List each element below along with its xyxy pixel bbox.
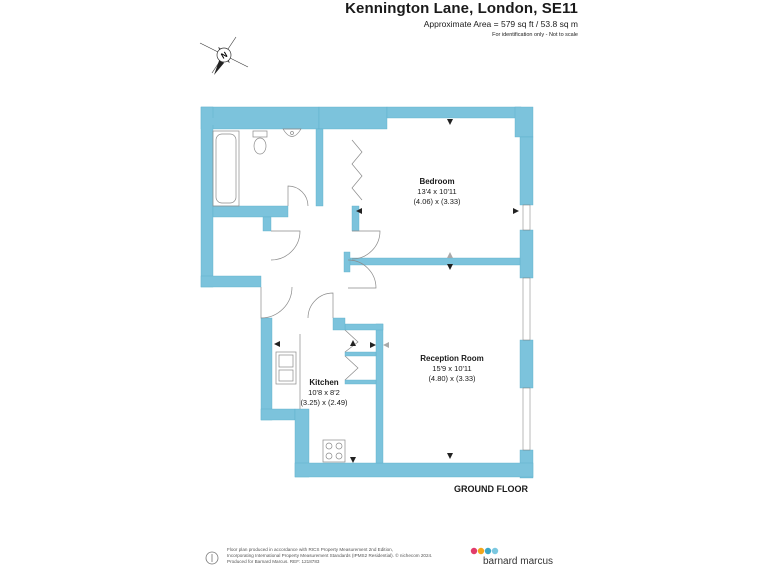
- ipms-badge-icon: [205, 551, 219, 565]
- page-title: Kennington Lane, London, SE11: [345, 0, 578, 17]
- walls: [200, 106, 534, 479]
- dimension-arrows: [274, 119, 519, 463]
- footer-line-1: Floor plan produced in accordance with R…: [227, 547, 393, 552]
- reception-label: Reception Room 15'9 x 10'11 (4.80) x (3.…: [420, 354, 484, 383]
- bath-fixture: [212, 130, 240, 207]
- bedroom-metric: (4.06) x (3.33): [413, 197, 461, 206]
- identification-note: For identification only - Not to scale: [492, 32, 578, 38]
- basin-fixture: [282, 128, 302, 137]
- toilet-fixture: [253, 137, 267, 155]
- compass-north-label: N: [219, 50, 229, 61]
- reception-metric: (4.80) x (3.33): [428, 374, 476, 383]
- brand-logo-icon: [470, 547, 499, 555]
- fixtures: [212, 128, 381, 463]
- floor-label: GROUND FLOOR: [454, 484, 528, 494]
- kitchen-metric: (3.25) x (2.49): [300, 398, 348, 407]
- kitchen-label: Kitchen 10'8 x 8'2 (3.25) x (2.49): [300, 378, 348, 407]
- reception-imperial: 15'9 x 10'11: [432, 364, 471, 373]
- windows: [212, 118, 531, 451]
- hob-fixture: [322, 439, 346, 463]
- bedroom-imperial: 13'4 x 10'11: [417, 187, 456, 196]
- brand-name: barnard marcus: [483, 556, 554, 567]
- footer-line-3: Produced for Barnard Marcus. REF: 121878…: [227, 559, 320, 564]
- kitchen-name: Kitchen: [309, 378, 338, 387]
- bedroom-name: Bedroom: [419, 177, 454, 186]
- approximate-area: Approximate Area = 579 sq ft / 53.8 sq m: [423, 19, 578, 29]
- footer-line-2: Incorporating International Property Mea…: [227, 553, 433, 558]
- compass-icon: N: [199, 36, 249, 75]
- bedroom-label: Bedroom 13'4 x 10'11 (4.06) x (3.33): [413, 177, 461, 206]
- reception-name: Reception Room: [420, 354, 484, 363]
- footer-disclaimer: Floor plan produced in accordance with R…: [227, 547, 459, 565]
- kitchen-sink-fixture: [275, 351, 297, 385]
- kitchen-imperial: 10'8 x 8'2: [308, 388, 340, 397]
